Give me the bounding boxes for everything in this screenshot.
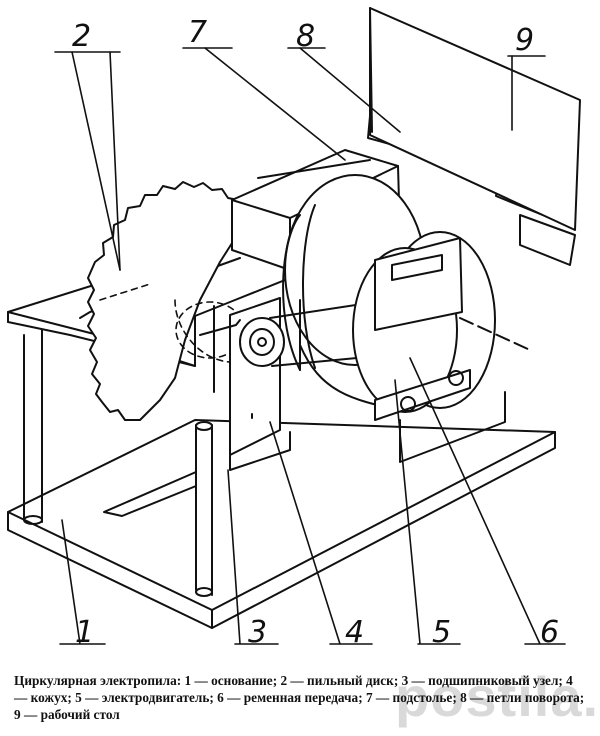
callout-7: 7 bbox=[188, 15, 208, 50]
callout-2: 2 bbox=[72, 19, 92, 54]
callout-3: 3 bbox=[248, 615, 268, 650]
table-legs bbox=[23, 329, 213, 597]
callout-5: 5 bbox=[432, 615, 452, 650]
motor-brackets bbox=[374, 237, 506, 463]
leader-lines bbox=[54, 47, 566, 645]
work-table bbox=[369, 7, 581, 231]
base-brace bbox=[103, 471, 197, 517]
saw-diagram: 2 7 8 9 1 3 4 5 6 bbox=[7, 7, 581, 650]
base-plate bbox=[7, 419, 556, 629]
callout-9: 9 bbox=[515, 23, 535, 58]
callout-8: 8 bbox=[296, 19, 316, 54]
figure-caption: Циркулярная электропила: 1 — основание; … bbox=[14, 673, 585, 722]
callout-1: 1 bbox=[75, 615, 95, 650]
callout-6: 6 bbox=[540, 615, 560, 650]
callout-4: 4 bbox=[345, 615, 365, 650]
